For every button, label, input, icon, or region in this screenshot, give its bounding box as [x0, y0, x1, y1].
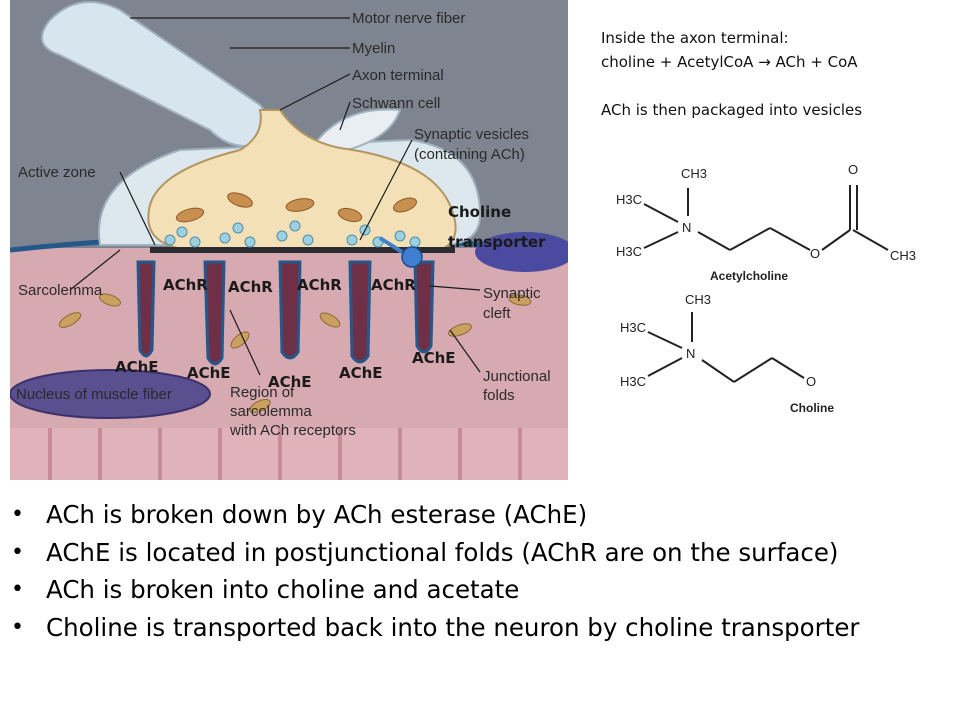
acetylcholine-h3c-upper: H3C — [616, 192, 642, 207]
transport-arrow — [378, 236, 404, 254]
overlay-achr-1: AChR — [163, 276, 208, 294]
myofibril-lines — [48, 428, 522, 480]
label-region-of: Region of — [230, 384, 295, 401]
label-region-receptors: with ACh receptors — [229, 422, 356, 439]
synaptic-vesicles — [164, 220, 421, 248]
overlay-choline: Choline — [448, 203, 511, 221]
label-sarcolemma: Sarcolemma — [18, 282, 103, 299]
label-folds: folds — [483, 387, 515, 404]
label-motor-nerve-fiber: Motor nerve fiber — [352, 10, 465, 27]
overlay-achr-4: AChR — [371, 276, 416, 294]
acetylcholine-bonds — [643, 185, 889, 251]
acetylcholine-ch3-top: CH3 — [681, 166, 707, 181]
acetylcholine-name: Acetylcholine — [710, 269, 788, 283]
label-synaptic-vesicles-contents: (containing ACh) — [414, 146, 525, 163]
label-myelin: Myelin — [352, 40, 395, 57]
acetylcholine-structure: CH3 H3C H3C N O O CH3 Acetylcholine — [616, 162, 916, 283]
bullet-dot-icon: • — [11, 539, 24, 565]
label-region-sarcolemma: sarcolemma — [230, 403, 312, 420]
schwann-cell-right — [475, 232, 568, 272]
bullet-item: • Choline is transported back into the ne… — [8, 609, 953, 647]
choline-nitrogen: N — [686, 346, 695, 361]
label-axon-terminal: Axon terminal — [352, 67, 444, 84]
chemical-structures-svg: CH3 H3C H3C N O O CH3 Acetylcholine — [616, 162, 916, 415]
bullet-dot-icon: • — [11, 577, 24, 602]
junctional-folds — [136, 260, 435, 366]
bullet-text: ACh is broken down by ACh esterase (AChE… — [46, 500, 588, 529]
note-reaction-end: ACh + CoA — [770, 53, 858, 71]
overlay-achr-2: AChR — [228, 278, 273, 296]
note-spacer — [601, 74, 951, 98]
overlay-ache-2: AChE — [187, 364, 231, 382]
terminal-mitochondria — [175, 192, 417, 223]
schwann-cell-upper — [308, 108, 402, 154]
chemical-structures: CH3 H3C H3C N O O CH3 Acetylcholine — [600, 150, 960, 440]
overlay-ache-4: AChE — [339, 364, 383, 382]
choline-structure: CH3 H3C H3C N O Choline — [620, 292, 834, 415]
bullet-list: • ACh is broken down by ACh esterase (ACh… — [8, 496, 953, 646]
right-arrow-icon: → — [758, 53, 771, 71]
axon-terminal-note: Inside the axon terminal: choline + Acet… — [601, 26, 951, 122]
label-synaptic-vesicles: Synaptic vesicles — [414, 126, 529, 143]
leader-lines — [69, 17, 481, 376]
bullet-item: • AChE is located in postjunctional folds… — [8, 534, 953, 572]
bullet-dot-icon: • — [11, 502, 24, 527]
choline-h3c-upper: H3C — [620, 320, 646, 335]
bullet-dot-icon: • — [11, 614, 24, 640]
overlay-achr-3: AChR — [297, 276, 342, 294]
overlay-ache-1: AChE — [115, 358, 159, 376]
note-line-3: ACh is then packaged into vesicles — [601, 101, 863, 119]
acetylcholine-carbonyl-oxygen: O — [848, 162, 858, 177]
label-schwann-cell: Schwann cell — [352, 95, 440, 112]
label-cleft: cleft — [483, 305, 511, 322]
label-nucleus: Nucleus of muscle fiber — [16, 386, 172, 403]
label-active-zone: Active zone — [18, 164, 96, 181]
choline-ch3-top: CH3 — [685, 292, 711, 307]
bullet-text: ACh is broken into choline and acetate — [46, 575, 520, 604]
acetylcholine-h3c-lower: H3C — [616, 244, 642, 259]
label-synaptic: Synaptic — [483, 285, 541, 302]
label-junctional: Junctional — [483, 368, 551, 385]
acetylcholine-nitrogen: N — [682, 220, 691, 235]
overlay-ache-3: AChE — [268, 373, 312, 391]
bullet-item: • ACh is broken into choline and acetate — [8, 571, 953, 609]
muscle-mitochondria — [58, 293, 532, 413]
acetylcholine-ester-oxygen: O — [810, 246, 820, 261]
overlay-ache-5: AChE — [412, 349, 456, 367]
note-line-2: choline + AcetylCoA → ACh + CoA — [601, 50, 951, 74]
note-reaction-start: choline + AcetylCoA — [601, 53, 759, 71]
bullet-text: AChE is located in postjunctional folds … — [46, 537, 839, 567]
note-line-1: Inside the axon terminal: — [601, 29, 789, 47]
bullet-item: • ACh is broken down by ACh esterase (ACh… — [8, 496, 953, 534]
choline-name: Choline — [790, 401, 834, 415]
overlay-transporter: transporter — [448, 233, 546, 251]
neuromuscular-junction-figure: Motor nerve fiber Myelin Axon terminal S… — [10, 0, 568, 480]
acetylcholine-ch3-right: CH3 — [890, 248, 916, 263]
muscle-striations — [10, 428, 568, 480]
choline-h3c-lower: H3C — [620, 374, 646, 389]
muscle-nucleus — [10, 369, 211, 419]
choline-bonds — [647, 312, 805, 383]
neuromuscular-junction-svg: Motor nerve fiber Myelin Axon terminal S… — [10, 0, 568, 480]
choline-transporter-shape — [401, 246, 423, 268]
choline-oxygen: O — [806, 374, 816, 389]
bullet-text: Choline is transported back into the neu… — [46, 612, 860, 642]
